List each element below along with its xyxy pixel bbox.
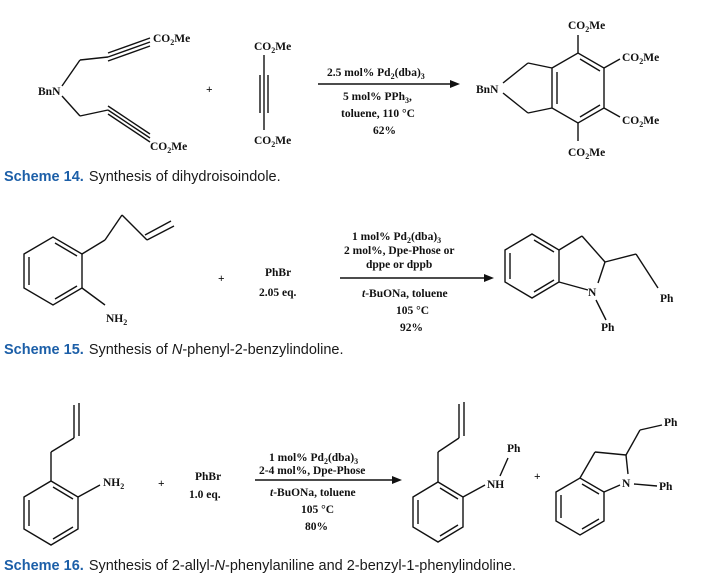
- scheme-16-product-allyl-phenylaniline: NH Ph: [412, 402, 521, 543]
- condition-solvent: toluene, 110 °C: [341, 108, 415, 120]
- caption-label: Scheme 16.: [4, 558, 84, 574]
- co2me-label: CO2Me: [254, 41, 291, 55]
- condition-catalyst: 2.5 mol% Pd2(dba)3: [327, 67, 425, 81]
- scheme-15-caption: Scheme 15.Synthesis of N-phenyl-2-benzyl…: [4, 342, 344, 358]
- ph-benzyl-label: Ph: [664, 417, 678, 429]
- plus-sign: +: [158, 478, 165, 490]
- phbr-label: PhBr: [195, 471, 221, 483]
- phbr-label: PhBr: [265, 267, 291, 279]
- nh-label: NH: [487, 479, 504, 491]
- nh2-label: NH2: [103, 477, 124, 491]
- condition-yield: 62%: [373, 125, 396, 137]
- condition-yield: 92%: [400, 322, 423, 334]
- plus-sign: +: [218, 273, 225, 285]
- phbr-equiv: 2.05 eq.: [259, 287, 297, 299]
- n-label: N: [622, 478, 631, 490]
- ph-on-nh-label: Ph: [507, 443, 521, 455]
- condition-base: t-BuONa, toluene: [270, 487, 356, 499]
- ph-on-n-label: Ph: [601, 322, 615, 334]
- phbr-equiv: 1.0 eq.: [189, 489, 221, 501]
- scheme-14-arrow: 2.5 mol% Pd2(dba)3 5 mol% PPh3, toluene,…: [318, 67, 460, 137]
- ph-on-n-label: Ph: [659, 481, 673, 493]
- scheme-14-dmad: CO2Me CO2Me: [254, 41, 291, 149]
- caption-text-pre: Synthesis of 2-allyl-: [88, 558, 215, 574]
- caption-text-post: -phenylaniline and 2-benzyl-1-phenylindo…: [225, 558, 517, 574]
- n-label: N: [588, 287, 597, 299]
- caption-text-pre: Synthesis of: [88, 342, 172, 358]
- condition-yield: 80%: [305, 521, 328, 533]
- condition-catalyst: 1 mol% Pd2(dba)3: [352, 231, 441, 245]
- co2me-label: CO2Me: [150, 141, 187, 155]
- condition-ligand: 5 mol% PPh3,: [343, 91, 412, 105]
- scheme-15-reagent: PhBr 2.05 eq.: [259, 267, 297, 299]
- ph-benzyl-label: Ph: [660, 293, 674, 305]
- scheme-14-product-isoindole: BnN CO2Me CO2Me CO2Me CO2Me: [476, 20, 659, 161]
- scheme-16-allylaniline: NH2: [23, 403, 124, 546]
- scheme-16-product-indoline: N Ph Ph: [555, 417, 678, 536]
- caption-text-italic: N: [214, 558, 226, 574]
- scheme-14-diyne: BnN CO2Me CO2Me: [38, 33, 190, 155]
- condition-ligand: 2 mol%, Dpe-Phose or: [344, 245, 455, 257]
- co2me-label: CO2Me: [153, 33, 190, 47]
- co2me-label: CO2Me: [254, 135, 291, 149]
- bnn-label-right: BnN: [476, 84, 499, 96]
- scheme-14-caption: Scheme 14.Synthesis of dihydroisoindole.: [4, 169, 281, 185]
- caption-label: Scheme 14.: [4, 169, 84, 185]
- scheme-15-arrow: 1 mol% Pd2(dba)3 2 mol%, Dpe-Phose or dp…: [340, 231, 494, 334]
- caption-text: Synthesis of dihydroisoindole.: [88, 169, 281, 185]
- scheme-16-caption: Scheme 16.Synthesis of 2-allyl-N-phenyla…: [4, 558, 516, 574]
- scheme-16-reagent: PhBr 1.0 eq.: [189, 471, 221, 501]
- co2me-label: CO2Me: [568, 20, 605, 34]
- scheme-16-arrow: 1 mol% Pd2(dba)3 2-4 mol%, Dpe-Phose t-B…: [255, 452, 402, 533]
- plus-sign: +: [206, 84, 213, 96]
- plus-sign: +: [534, 471, 541, 483]
- co2me-label: CO2Me: [622, 115, 659, 129]
- condition-temperature: 105 °C: [301, 504, 334, 516]
- condition-catalyst: 1 mol% Pd2(dba)3: [269, 452, 358, 466]
- co2me-label: CO2Me: [622, 52, 659, 66]
- condition-ligand-alt: dppe or dppb: [366, 259, 432, 271]
- condition-base: t-BuONa, toluene: [362, 288, 448, 300]
- caption-text-post: -phenyl-2-benzylindoline.: [182, 342, 344, 358]
- nh2-label: NH2: [106, 313, 127, 327]
- scheme-15-product-indoline: N Ph Ph: [504, 233, 674, 334]
- scheme-15-allylaniline: NH2: [23, 214, 175, 327]
- condition-temperature: 105 °C: [396, 305, 429, 317]
- caption-text-italic: N: [171, 342, 183, 358]
- co2me-label: CO2Me: [568, 147, 605, 161]
- bnn-label-left: BnN: [38, 86, 61, 98]
- caption-label: Scheme 15.: [4, 342, 84, 358]
- condition-ligand: 2-4 mol%, Dpe-Phose: [259, 465, 365, 477]
